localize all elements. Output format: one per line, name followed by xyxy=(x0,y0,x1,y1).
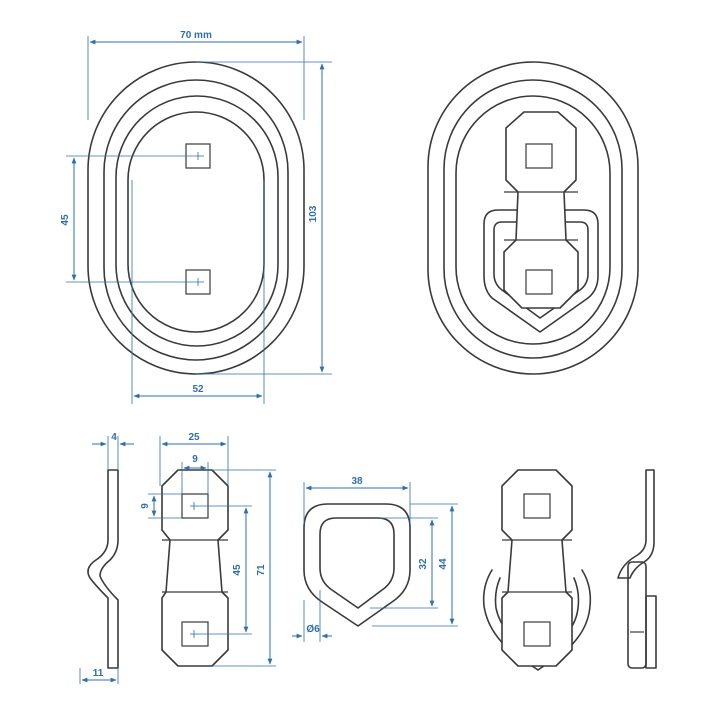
dim-label-bracket-base: 11 xyxy=(93,668,104,679)
bracket-ring-outer xyxy=(482,569,592,671)
assembly-bracket-hole-lower xyxy=(525,269,553,295)
plate-inner-recess xyxy=(127,111,265,333)
side-profile-dimensions: 4 11 xyxy=(79,432,134,684)
dim-label-hole-spacing: 45 xyxy=(60,214,71,226)
assembly-ring-inner xyxy=(493,221,589,319)
plate-ring-1 xyxy=(103,79,289,361)
bracket-ring-hole-lower xyxy=(523,621,551,647)
assembly-ring-1 xyxy=(443,79,623,359)
dim-label-ring-diameter: Ø6 xyxy=(306,624,320,635)
d-ring-inner xyxy=(319,517,395,609)
dim-label-bracket-length: 71 xyxy=(256,564,267,576)
bracket-front-dimensions: 25 9 9 45 71 xyxy=(140,432,276,667)
dim-label-hole-height: 9 xyxy=(140,503,151,509)
assembly-top-view xyxy=(427,61,639,375)
plate-dimensions: 70 mm 103 45 52 xyxy=(60,30,332,404)
bracket-ring-side-lower xyxy=(645,595,657,669)
d-ring-dimensions: 38 32 44 Ø6 xyxy=(292,476,458,642)
assembly-outer-outline xyxy=(427,61,639,375)
dim-label-plate-height: 103 xyxy=(308,205,319,222)
assembly-bracket-hole-upper xyxy=(525,143,553,169)
bracket-front-outline xyxy=(161,469,229,667)
side-profile-outline xyxy=(87,469,119,669)
plate-ring-2 xyxy=(115,95,279,347)
plate-top-view xyxy=(87,61,305,375)
assembly-bracket xyxy=(503,111,579,309)
assembly-ring-2 xyxy=(455,95,611,345)
dim-label-plate-width: 70 mm xyxy=(180,30,212,41)
bracket-ring-side-upper xyxy=(617,469,655,579)
dim-label-side-offset: 4 xyxy=(111,432,117,443)
dim-label-bracket-width: 25 xyxy=(188,432,200,443)
bracket-ring-side-view xyxy=(617,469,657,669)
assembly-ring-outer xyxy=(483,209,599,333)
bracket-front-view xyxy=(161,469,229,667)
d-ring-outer xyxy=(303,503,411,627)
dim-label-ring-outer-height: 44 xyxy=(438,558,449,570)
bracket-ring-hole-upper xyxy=(523,493,551,519)
bracket-side-profile xyxy=(87,469,119,669)
dim-label-inner-width: 52 xyxy=(192,384,204,395)
bracket-ring-bracket xyxy=(501,469,573,667)
plate-outer-outline xyxy=(87,61,305,375)
dim-label-ring-width: 38 xyxy=(351,476,363,487)
d-ring-view xyxy=(303,503,411,627)
bracket-ring-front-view xyxy=(482,469,592,671)
dim-label-ring-inner-height: 32 xyxy=(418,558,429,570)
dim-label-bracket-hole-spacing: 45 xyxy=(232,564,243,576)
dim-label-hole-width: 9 xyxy=(192,454,198,465)
